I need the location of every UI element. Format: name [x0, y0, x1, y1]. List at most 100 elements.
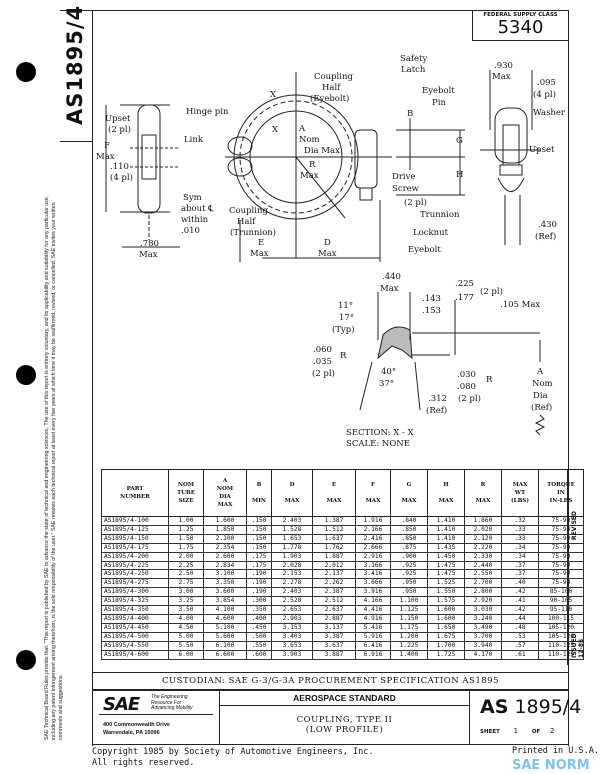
table-cell: 3.887 — [312, 649, 356, 660]
table-cell: 1.600 — [203, 516, 247, 526]
column-header-line: TUBE — [176, 490, 196, 496]
sec-ang-40: 40° — [381, 367, 397, 377]
column-header-line: NUMBER — [120, 494, 150, 500]
table-cell: 1.25 — [168, 524, 204, 535]
table-cell: 3.137 — [312, 622, 356, 633]
table-cell: .925 — [390, 560, 428, 571]
table-cell: 1.100 — [390, 596, 428, 607]
table-cell: 1.410 — [427, 524, 465, 535]
table-cell: .500 — [246, 631, 272, 642]
table-cell: 1.225 — [390, 640, 428, 651]
sheet-label: SHEET — [480, 729, 500, 735]
column-header-line — [392, 489, 426, 497]
part-number-cell: AS1895/4-250 — [101, 569, 169, 580]
column-header-line — [273, 489, 311, 497]
end-upset-label: Upset — [529, 145, 555, 155]
locknut-label: Locknut — [413, 228, 449, 238]
technical-drawing — [105, 70, 546, 436]
sec-pl-b: (2 pl) — [458, 394, 481, 404]
table-cell: 75-90 — [538, 551, 584, 562]
column-header-line — [466, 489, 500, 497]
table-cell: 5.416 — [355, 622, 391, 633]
table-cell: 1.175 — [390, 622, 428, 633]
document-title-2: (LOW PROFILE) — [305, 725, 384, 735]
e-max-label: Max — [250, 249, 269, 259]
sec-dim-440-max: Max — [380, 284, 399, 294]
table-cell: 2.262 — [312, 578, 356, 589]
document-title-1: COUPLING, TYPE II — [296, 715, 393, 725]
table-cell: .600 — [246, 649, 272, 660]
table-cell: 1.200 — [390, 631, 428, 642]
coupling-trunnion-label-3: (Trunnion) — [230, 228, 277, 238]
table-cell: .44 — [501, 613, 539, 624]
table-cell: 1.75 — [168, 542, 204, 553]
binder-hole — [16, 650, 36, 670]
table-cell: 1.450 — [427, 551, 465, 562]
table-cell: 3.240 — [464, 613, 502, 624]
tagline-2: Resource For — [151, 699, 182, 706]
column-header-line: MAX — [401, 498, 417, 504]
coupling-trunnion-label-2: Half — [237, 217, 256, 227]
column-header-line: F — [371, 482, 375, 488]
sec-ref-312: (Ref) — [426, 406, 448, 416]
sae-logo: SAE — [103, 694, 140, 715]
table-cell: 1.762 — [312, 542, 356, 553]
column-header-line: NOM — [216, 486, 234, 492]
table-cell: 2.220 — [464, 542, 502, 553]
safety-latch-label-1: Safety — [400, 54, 428, 64]
copyright-line-1: Copyright 1985 by Society of Automotive … — [92, 747, 374, 757]
sec-a-3: Dia — [533, 391, 548, 401]
table-cell: 1.600 — [427, 613, 465, 624]
copyright-line-2: All rights reserved. — [92, 758, 195, 768]
table-cell: 2.278 — [271, 578, 313, 589]
table-cell: .53 — [501, 631, 539, 642]
table-cell: 2.800 — [464, 587, 502, 598]
sec-dim-225: .225 — [455, 279, 474, 289]
table-cell: 1.778 — [271, 542, 313, 553]
sec-ang-17: 17° — [339, 313, 355, 323]
part-number-cell: AS1895/4-600 — [101, 649, 169, 660]
table-cell: 4.600 — [203, 613, 247, 624]
sae-address: 400 Commonwealth Drive Warrendale, PA 15… — [103, 721, 170, 737]
table-cell: 2.903 — [271, 613, 313, 624]
table-cell: 1.50 — [168, 533, 204, 544]
column-header-line: A — [222, 478, 228, 484]
federal-supply-class-label: FEDERAL SUPPLY CLASS — [483, 12, 558, 18]
f-dim-label: F — [104, 141, 110, 151]
table-cell: 85-100 — [538, 587, 584, 598]
part-number-cell: AS1895/4-400 — [101, 613, 169, 624]
hinge-pin-label: Hinge pin — [186, 107, 229, 117]
sae-tagline: The Engineering Resource For Advancing M… — [151, 694, 193, 712]
drive-screw-label-1: Drive — [392, 172, 416, 182]
table-cell: 5.916 — [355, 631, 391, 642]
column-header-line: E — [331, 482, 337, 488]
address-1: 400 Commonwealth Drive — [103, 722, 170, 728]
table-cell: 1.435 — [427, 542, 465, 553]
table-cell: 75-90 — [538, 560, 584, 571]
end-view-drawing — [480, 70, 540, 245]
title-block: SAE The Engineering Resource For Advanci… — [92, 690, 581, 745]
column-header-line: B — [256, 482, 262, 488]
table-cell: 2.887 — [312, 613, 356, 624]
sheet-info: SHEET 1 OF 2 — [480, 727, 554, 735]
table-cell: .875 — [390, 542, 428, 553]
table-cell: 2.834 — [203, 560, 247, 571]
sec-a-2: Nom — [532, 379, 553, 389]
table-cell: 2.387 — [312, 587, 356, 598]
table-cell: .34 — [501, 551, 539, 562]
r-max-label-1: R — [309, 160, 316, 170]
table-cell: 6.916 — [355, 649, 391, 660]
table-cell: 2.153 — [271, 569, 313, 580]
table-cell: 5.600 — [203, 631, 247, 642]
column-header-line: (LBS) — [511, 498, 529, 504]
sec-dim-060: .060 — [313, 345, 332, 355]
table-cell: 3.350 — [203, 578, 247, 589]
part-number-cell: AS1895/4-450 — [101, 622, 169, 633]
